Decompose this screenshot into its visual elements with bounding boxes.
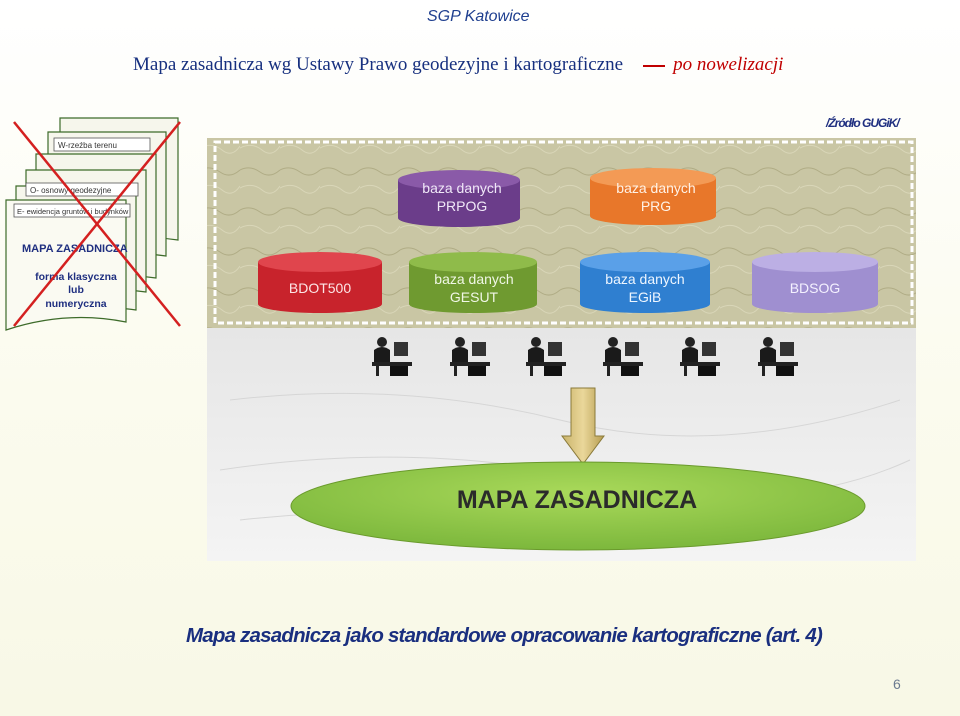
map-sheet-front bbox=[6, 200, 126, 330]
old-map-stack: W-rzeźba terenu O- osnowy geodezyjne E- … bbox=[6, 118, 178, 330]
db-label-line1: baza danych bbox=[605, 271, 684, 287]
db-label-line1: baza danych bbox=[422, 180, 501, 196]
cylinder-top bbox=[258, 252, 382, 272]
footer-caption: Mapa zasadnicza jako standardowe opracow… bbox=[186, 624, 822, 648]
cylinder-top bbox=[752, 252, 878, 272]
db-cylinder-egib: baza danych EGiB bbox=[580, 252, 710, 313]
result-label: MAPA ZASADNICZA bbox=[457, 486, 697, 514]
db-cylinder-gesut: baza danych GESUT bbox=[409, 252, 537, 313]
db-label-line1: baza danych bbox=[434, 271, 513, 287]
cylinder-top bbox=[409, 252, 537, 272]
cylinder-top bbox=[580, 252, 710, 272]
sheet-label-e: E- ewidencja gruntów i budynków bbox=[17, 207, 129, 216]
db-label-line2: GESUT bbox=[450, 289, 499, 305]
old-map-form-line2: lub bbox=[68, 284, 84, 296]
page-number: 6 bbox=[893, 676, 901, 692]
db-cylinder-bdot500: BDOT500 bbox=[258, 252, 382, 313]
db-label-line2: PRPOG bbox=[437, 198, 488, 214]
old-map-label: MAPA ZASADNICZA bbox=[22, 243, 128, 255]
db-label-line2: EGiB bbox=[629, 289, 662, 305]
db-cylinder-bdsog: BDSOG bbox=[752, 252, 878, 313]
db-label-line1: baza danych bbox=[616, 180, 695, 196]
old-map-form-line1: forma klasyczna bbox=[35, 271, 117, 283]
db-label-line2: BDOT500 bbox=[289, 280, 351, 296]
sheet-label-w: W-rzeźba terenu bbox=[58, 141, 117, 150]
db-cylinder-prg: baza danych PRG bbox=[590, 168, 716, 225]
db-label-line2: BDSOG bbox=[790, 280, 841, 296]
db-label-line2: PRG bbox=[641, 198, 671, 214]
old-map-form-line3: numeryczna bbox=[45, 298, 106, 310]
db-cylinder-prpog: baza danych PRPOG bbox=[398, 170, 520, 227]
